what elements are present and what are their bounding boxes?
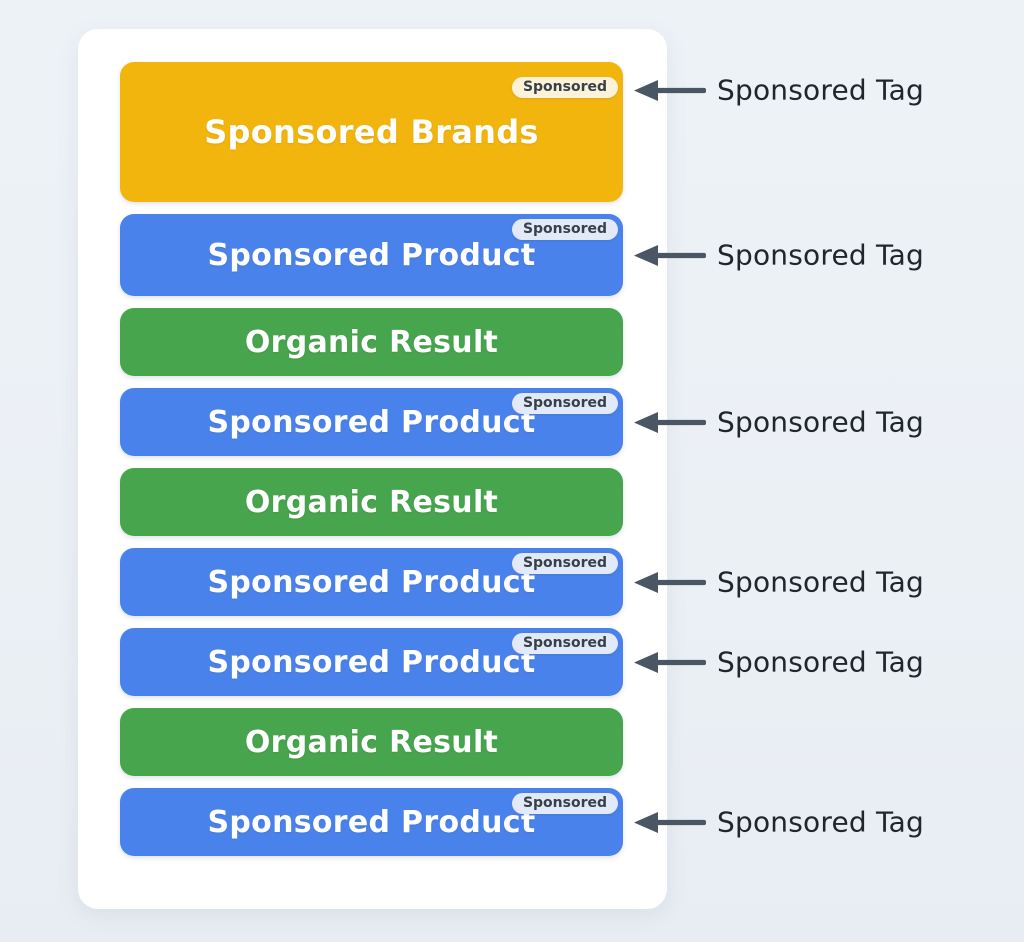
sponsored-tag-annotation: Sponsored Tag — [633, 406, 924, 439]
result-bar-label: Sponsored Product — [207, 564, 536, 600]
results-list: Sponsored Brands Sponsored Sponsored Tag… — [120, 62, 924, 868]
left-arrow-icon — [633, 77, 707, 103]
sponsored-tag-annotation: Sponsored Tag — [633, 646, 924, 679]
sponsored-tag-annotation: Sponsored Tag — [633, 806, 924, 839]
sponsored-tag-pill: Sponsored — [511, 633, 618, 654]
result-bar-label: Sponsored Brands — [204, 113, 539, 151]
results-page-card: Sponsored Brands Sponsored Sponsored Tag… — [78, 29, 924, 909]
result-bar-label: Organic Result — [244, 484, 499, 520]
annotation-label: Sponsored Tag — [717, 565, 924, 599]
result-bar-brands: Sponsored Brands Sponsored Sponsored Tag — [120, 62, 924, 202]
result-bar-label: Sponsored Product — [207, 404, 536, 440]
result-bar-label: Organic Result — [244, 724, 499, 760]
sponsored-tag-pill: Sponsored — [511, 393, 618, 414]
result-bar-label: Sponsored Product — [207, 804, 536, 840]
result-bar-product: Sponsored Product Sponsored Sponsored Ta… — [120, 548, 924, 616]
annotation-label: Sponsored Tag — [717, 645, 924, 679]
left-arrow-icon — [633, 649, 707, 675]
sponsored-tag-annotation: Sponsored Tag — [633, 74, 924, 107]
result-bar-organic: Organic Result — [120, 308, 623, 376]
result-bar-product: Sponsored Product Sponsored Sponsored Ta… — [120, 388, 924, 456]
left-arrow-icon — [633, 569, 707, 595]
result-bar-organic: Organic Result — [120, 468, 623, 536]
sponsored-tag-pill: Sponsored — [511, 793, 618, 814]
left-arrow-icon — [633, 409, 707, 435]
sponsored-tag-pill: Sponsored — [511, 553, 618, 574]
sponsored-tag-annotation: Sponsored Tag — [633, 566, 924, 599]
left-arrow-icon — [633, 809, 707, 835]
result-bar-product: Sponsored Product Sponsored Sponsored Ta… — [120, 214, 924, 296]
left-arrow-icon — [633, 242, 707, 268]
sponsored-tag-pill: Sponsored — [511, 77, 618, 98]
annotation-label: Sponsored Tag — [717, 405, 924, 439]
result-bar-label: Organic Result — [244, 324, 499, 360]
annotation-label: Sponsored Tag — [717, 805, 924, 839]
annotation-label: Sponsored Tag — [717, 73, 924, 107]
annotation-label: Sponsored Tag — [717, 238, 924, 272]
result-bar-label: Sponsored Product — [207, 644, 536, 680]
result-bar-organic: Organic Result — [120, 708, 623, 776]
sponsored-tag-annotation: Sponsored Tag — [633, 239, 924, 272]
result-bar-label: Sponsored Product — [207, 237, 536, 273]
result-bar-product: Sponsored Product Sponsored Sponsored Ta… — [120, 628, 924, 696]
result-bar-product: Sponsored Product Sponsored Sponsored Ta… — [120, 788, 924, 856]
sponsored-tag-pill: Sponsored — [511, 219, 618, 240]
